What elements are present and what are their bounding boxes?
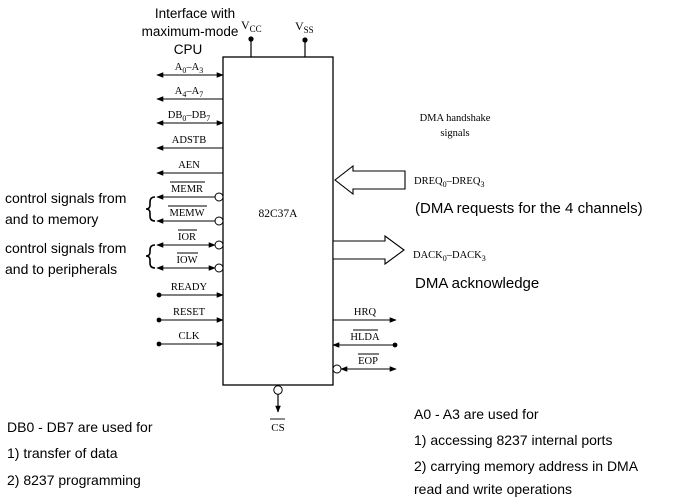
ready-label: READY (171, 282, 208, 293)
left-overbars (168, 181, 207, 254)
aen-label: AEN (178, 160, 200, 171)
cs-bubble (273, 385, 283, 395)
vcc-dot (248, 36, 254, 42)
vss-subscript: SS (304, 25, 314, 35)
memr-bubble (214, 192, 224, 202)
db-notes: DB0 - DB7 are used for 1) transfer of da… (7, 419, 153, 488)
vss-dot (302, 37, 308, 43)
address-notes-item3: read and write operations (414, 481, 572, 497)
memory-brace (145, 196, 156, 222)
dack-note: DMA acknowledge (415, 275, 539, 292)
vcc-subscript: CC (250, 24, 262, 34)
left-pin-dots (156, 292, 162, 347)
interface-line2: maximum-mode (142, 24, 239, 39)
vcc-label: V (241, 18, 250, 32)
dreq-bus-arrow (334, 164, 406, 196)
db-notes-item2: 2) 8237 programming (7, 472, 141, 488)
svg-text:VCC: VCC (241, 18, 262, 34)
dma-handshake-label: DMA handshake signals (420, 113, 491, 139)
memw-bubble (214, 216, 224, 226)
cs-pin: CS (270, 385, 285, 434)
dreq-label: DREQ0–DREQ3 (414, 176, 484, 189)
interface-line1: Interface with (155, 6, 235, 21)
handshake-line2: signals (440, 128, 469, 139)
address-notes-item1: 1) accessing 8237 internal ports (414, 432, 612, 448)
hrq-label: HRQ (354, 307, 377, 318)
handshake-line1: DMA handshake (420, 113, 491, 124)
vss-pin: VSS (295, 19, 314, 57)
adstb-label: ADSTB (172, 135, 206, 146)
address-notes: A0 - A3 are used for 1) accessing 8237 i… (414, 406, 639, 497)
io-brace (145, 244, 156, 269)
dreq-note: (DMA requests for the 4 channels) (415, 200, 643, 217)
right-pins (332, 317, 397, 372)
address-notes-title: A0 - A3 are used for (414, 406, 539, 422)
memory-annotation-line2: and to memory (5, 211, 98, 227)
left-annotations: control signals from and to memory contr… (5, 190, 126, 277)
ior-bubble (214, 240, 224, 250)
reset-label: RESET (173, 307, 206, 318)
cs-label: CS (271, 422, 284, 434)
clk-dot (156, 341, 162, 347)
memory-annotation-line1: control signals from (5, 190, 126, 206)
dack-label: DACK0–DACK3 (413, 250, 486, 263)
eop-bubble (332, 364, 342, 374)
iow-bubble (214, 263, 224, 273)
reset-dot (156, 317, 162, 323)
chip-body (222, 56, 334, 386)
ior-label: IOR (178, 232, 196, 243)
eop-label: EOP (358, 356, 378, 367)
memw-label: MEMW (170, 208, 205, 219)
db-notes-title: DB0 - DB7 are used for (7, 419, 153, 435)
clk-label: CLK (179, 331, 200, 342)
cpu-interface-label: Interface with maximum-mode CPU (142, 6, 239, 57)
memr-label: MEMR (171, 184, 203, 195)
a4-a7-label: A4–A7 (175, 86, 203, 99)
left-pin-bubbles (214, 192, 224, 273)
left-pin-labels: A0–A3 A4–A7 DB0–DB7 ADSTB AEN MEMR MEMW … (168, 62, 210, 342)
a0-a3-label: A0–A3 (175, 62, 203, 75)
left-pins (156, 72, 224, 347)
io-annotation-line1: control signals from (5, 240, 126, 256)
interface-line3: CPU (174, 42, 203, 57)
db-notes-item1: 1) transfer of data (7, 445, 118, 461)
address-notes-item2: 2) carrying memory address in DMA (414, 458, 639, 474)
io-annotation-line2: and to peripherals (5, 261, 117, 277)
hlda-dot (392, 342, 398, 348)
db-label: DB0–DB7 (168, 110, 210, 123)
vss-label: V (295, 19, 304, 33)
chip-name: 82C37A (259, 208, 299, 220)
right-pin-labels: HRQ HLDA EOP (350, 307, 380, 367)
iow-label: IOW (177, 255, 198, 266)
vcc-pin: VCC (241, 18, 262, 57)
svg-text:VSS: VSS (295, 19, 314, 35)
dack-bus-arrow (332, 234, 405, 266)
hlda-label: HLDA (350, 332, 380, 343)
ready-dot (156, 292, 162, 298)
